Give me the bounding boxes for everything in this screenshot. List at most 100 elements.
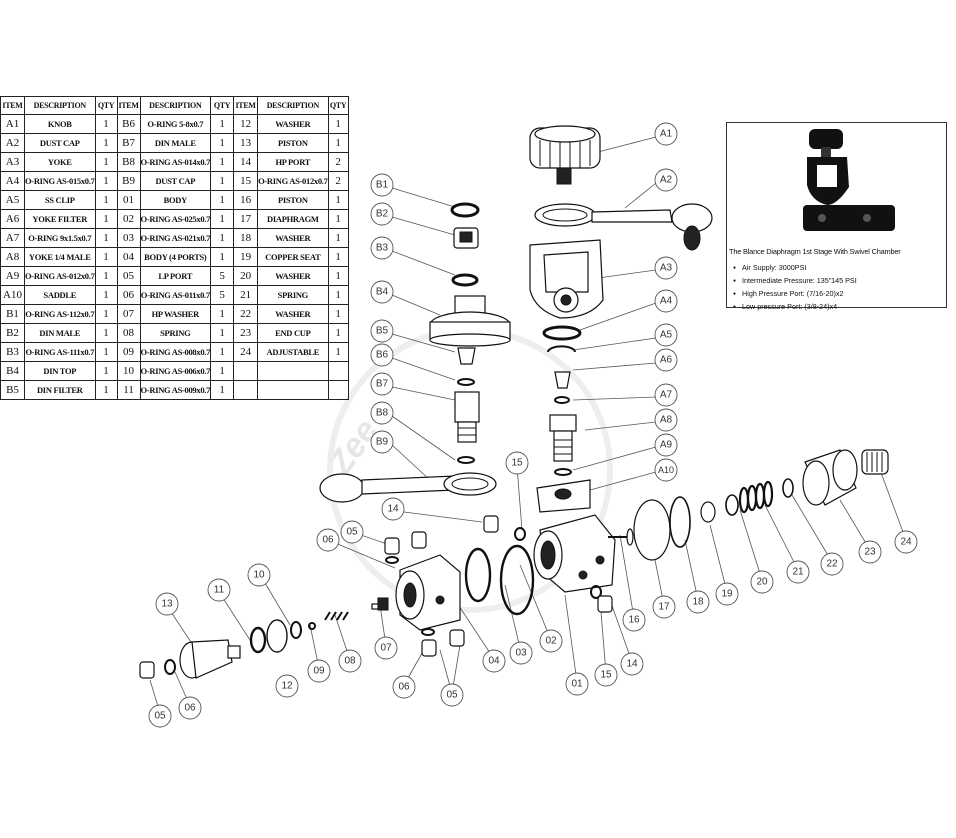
din-male-B7: [454, 391, 480, 443]
table-cell: 19: [233, 247, 259, 267]
table-cell: O-RING AS-025x0.7: [139, 209, 212, 229]
svg-text:07: 07: [380, 643, 392, 654]
table-cell: 1: [94, 342, 118, 362]
piston-16: [608, 528, 634, 546]
table-cell: WASHER: [257, 114, 329, 134]
diaphragm-17: [633, 499, 671, 561]
callout-02: 02: [539, 629, 563, 653]
oring-15b: [590, 585, 602, 599]
table-cell: A7: [0, 228, 25, 248]
lp-port-05c: [449, 629, 465, 647]
regulator-photo: [803, 129, 895, 231]
svg-text:B2: B2: [376, 209, 389, 220]
yoke-A3: [529, 239, 604, 319]
table-cell: 1: [210, 190, 235, 210]
table-cell: HP WASHER: [139, 304, 212, 324]
svg-text:22: 22: [826, 559, 838, 570]
table-cell: 1: [210, 361, 235, 381]
svg-text:B4: B4: [376, 287, 389, 298]
svg-text:B8: B8: [376, 408, 389, 419]
svg-text:B6: B6: [376, 350, 389, 361]
table-cell: 02: [116, 209, 141, 229]
clip-A5: [547, 345, 576, 353]
lp-port-05b: [411, 531, 427, 549]
table-cell: 1: [94, 190, 118, 210]
table-cell: 1: [327, 247, 349, 267]
table-cell: B6: [116, 114, 141, 134]
table-cell: 1: [210, 152, 235, 172]
spec-box: The Blance Diaphragm 1st Stage With Swiv…: [726, 122, 947, 311]
table-cell: 1: [327, 323, 349, 343]
table-cell: [233, 380, 259, 400]
table-header-cell: DESCRIPTION: [139, 96, 212, 115]
svg-text:B1: B1: [376, 180, 389, 191]
table-cell: COPPER SEAT: [257, 247, 329, 267]
callout-A6: A6: [654, 348, 678, 372]
callout-A4: A4: [654, 289, 678, 313]
table-cell: 1: [94, 228, 118, 248]
callout-05-top: 05: [340, 520, 364, 544]
table-cell: A10: [0, 285, 25, 305]
oring-03: [464, 547, 492, 603]
table-cell: O-RING AS-011x0.7: [139, 285, 212, 305]
callout-12: 12: [275, 674, 299, 698]
washer-22: [782, 478, 794, 498]
din-male-B2: [453, 227, 479, 249]
table-cell: 1: [327, 285, 349, 305]
table-cell: O-RING AS-015x0.7: [24, 171, 96, 191]
svg-text:05: 05: [346, 527, 358, 538]
washer-18: [669, 496, 691, 548]
table-cell: A3: [0, 152, 25, 172]
table-cell: 20: [233, 266, 259, 286]
svg-text:05: 05: [154, 711, 166, 722]
table-cell: O-RING AS-006x0.7: [139, 361, 212, 381]
callout-A3: A3: [654, 256, 678, 280]
table-cell: A4: [0, 171, 25, 191]
table-cell: 1: [327, 228, 349, 248]
callout-09: 09: [307, 659, 331, 683]
table-cell: 1: [94, 361, 118, 381]
callout-24: 24: [894, 530, 918, 554]
table-cell: 16: [233, 190, 259, 210]
svg-text:19: 19: [721, 589, 733, 600]
table-cell: 1: [94, 247, 118, 267]
svg-text:16: 16: [628, 615, 640, 626]
table-cell: O-RING AS-021x0.7: [139, 228, 212, 248]
table-cell: 5: [210, 285, 235, 305]
saddle-A10: [536, 479, 591, 513]
table-cell: 1: [327, 190, 349, 210]
table-cell: A2: [0, 133, 25, 153]
table-cell: 1: [210, 114, 235, 134]
table-cell: 1: [210, 323, 235, 343]
callout-B1: B1: [370, 173, 394, 197]
hp-port-14b: [597, 595, 613, 613]
oring-06b: [421, 628, 435, 636]
table-cell: 03: [116, 228, 141, 248]
callout-A1: A1: [654, 122, 678, 146]
table-cell: B4: [0, 361, 25, 381]
table-cell: A9: [0, 266, 25, 286]
callout-22: 22: [820, 552, 844, 576]
table-cell: BODY: [139, 190, 212, 210]
oring-A4: [542, 325, 582, 341]
callout-A8: A8: [654, 408, 678, 432]
oring-09: [308, 622, 316, 630]
callout-B9: B9: [370, 430, 394, 454]
oring-B6: [457, 378, 475, 386]
callout-07: 07: [374, 636, 398, 660]
table-cell: 05: [116, 266, 141, 286]
svg-text:02: 02: [545, 636, 557, 647]
table-cell: 1: [210, 342, 235, 362]
svg-text:15: 15: [511, 458, 523, 469]
table-cell: 14: [233, 152, 259, 172]
hp-washer-07: [371, 597, 389, 611]
table-cell: 01: [116, 190, 141, 210]
svg-text:B9: B9: [376, 437, 389, 448]
